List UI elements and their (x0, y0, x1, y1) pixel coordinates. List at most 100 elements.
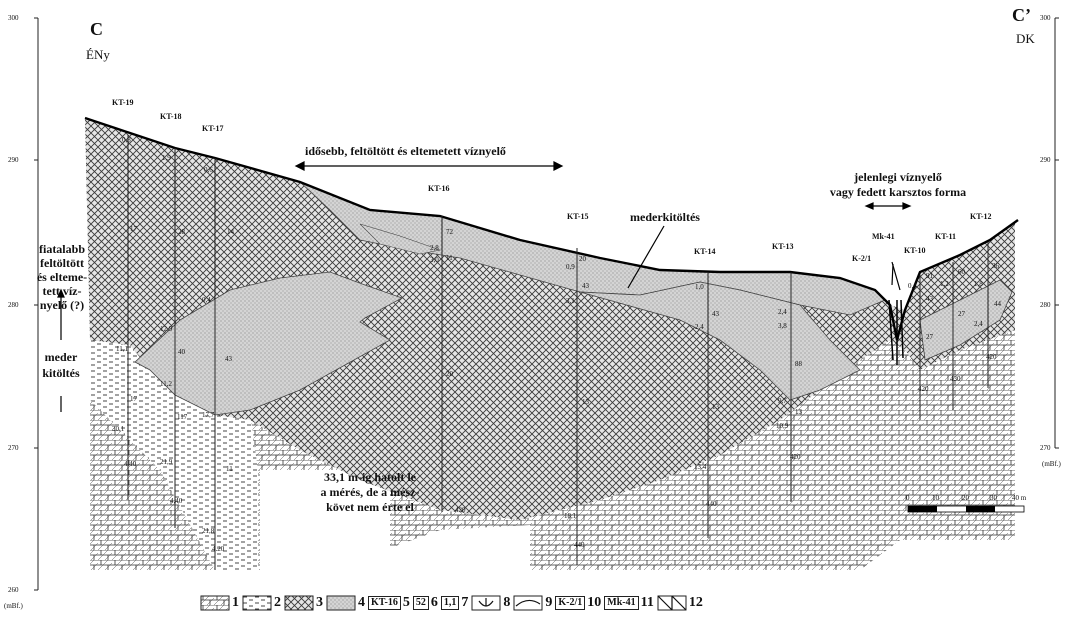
well-value-kt14-a: 1,0 (695, 283, 704, 291)
legend-symbol-1 (200, 595, 230, 611)
younger-sinkhole-label-4: tett víz- (26, 284, 98, 298)
measurement-note-2: a mérés, de a mész- (296, 485, 444, 499)
well-value-kt11-b: 60 (958, 268, 965, 276)
left-tick-290: 290 (8, 156, 19, 164)
well-value-kt14-c: 2,4 (695, 323, 704, 331)
right-axis (1055, 18, 1059, 448)
left-unit: (mBf.) (4, 602, 23, 610)
well-label-kt10: KT-10 (904, 244, 926, 258)
measurement-note-1: 33,1 m-ig hatolt le (296, 470, 444, 484)
well-label-kt19: KT-19 (112, 96, 134, 110)
well-value-kt16-f: 420 (455, 506, 466, 514)
legend-number-9: 9 (545, 595, 552, 611)
well-value-kt15-b: 0,9 (566, 263, 575, 271)
legend-symbol-12 (657, 595, 687, 611)
well-value-kt13-g: 420 (790, 453, 801, 461)
section-start-label: C (90, 22, 103, 36)
younger-sinkhole-label-5: nyelő (?) (26, 298, 98, 312)
older-sinkhole-label: idősebb, feltöltött és eltemetett víznye… (305, 144, 506, 158)
well-value-kt12-c: 44 (994, 300, 1001, 308)
measurement-note-3: követ nem érte el (296, 500, 444, 514)
well-value-kt10-c: 43 (926, 295, 933, 303)
well-value-kt19-e: 4.40 (124, 460, 136, 468)
well-value-kt19-a: 17 (130, 225, 137, 233)
well-label-kt16: KT-16 (428, 182, 450, 196)
well-value-kt18-g: 4.40 (170, 497, 182, 505)
well-value-kt14-e: 13,4 (694, 463, 706, 471)
section-end-label: C’ (1012, 8, 1031, 22)
sink-label-k21: K-2/1 (852, 252, 871, 266)
well-label-kt13: KT-13 (772, 240, 794, 254)
legend-number-1: 1 (232, 595, 239, 611)
well-value-kt16-e: 20 (446, 370, 453, 378)
well-value-kt17-c: 43 (225, 355, 232, 363)
well-value-kt11-a: 1,2 (940, 280, 949, 288)
well-value-kt17-e: 11 (226, 465, 233, 473)
well-value-kt17-b: 0,4 (202, 296, 211, 304)
legend-item-5: KT-165 (368, 595, 410, 611)
right-tick-300: 300 (1040, 14, 1051, 22)
well-value-kt17-f: 21,8 (202, 527, 214, 535)
well-value-kt10-a: 0,4 (908, 282, 917, 290)
current-sinkhole-label-1: jelenlegi víznyelő (838, 170, 958, 184)
left-tick-260: 260 (8, 586, 19, 594)
well-value-kt19-top: 0,8 (122, 136, 131, 144)
legend: 1234KT-1655261,1789K-2/110Mk-411112 (200, 592, 703, 614)
current-sinkhole-label-2: vagy fedett karsztos forma (808, 185, 988, 199)
well-value-kt17-top: 0,6 (204, 166, 213, 174)
well-value-kt10-b: 91 (926, 272, 933, 280)
legend-number-6: 6 (431, 595, 438, 611)
well-value-kt15-a: 20 (579, 255, 586, 263)
well-value-kt13-d: 9,7 (778, 397, 787, 405)
younger-sinkhole-label-3: és elteme- (26, 270, 98, 284)
well-value-kt11-c: 27 (958, 310, 965, 318)
well-label-kt12: KT-12 (970, 210, 992, 224)
legend-number-2: 2 (274, 595, 281, 611)
legend-item-1: 1 (200, 595, 239, 611)
well-value-kt14-d: 13 (712, 403, 719, 411)
scale-tick-20: 20 (962, 494, 969, 502)
younger-sinkhole-label-2: feltöltött (26, 256, 98, 270)
legend-symbol-3 (284, 595, 314, 611)
well-value-kt19-b: 11,1 (116, 345, 128, 353)
legend-symbol-5: KT-16 (368, 596, 401, 610)
well-value-kt18-a: 28 (178, 228, 185, 236)
legend-symbol-4 (326, 595, 356, 611)
legend-symbol-9 (513, 595, 543, 611)
well-value-kt13-b: 3,8 (778, 322, 787, 330)
scale-tick-0: 0 (906, 494, 910, 502)
right-unit: (mBf.) (1042, 460, 1061, 468)
well-value-kt15-f: 18,1 (564, 512, 576, 520)
legend-item-9: 9 (513, 595, 552, 611)
well-value-kt13-c: 88 (795, 360, 802, 368)
well-value-kt18-e: 117 (177, 413, 187, 421)
legend-number-10: 10 (587, 595, 601, 611)
scale-tick-10: 10 (932, 494, 939, 502)
legend-item-4: 4 (326, 595, 365, 611)
well-value-kt13-f: 10,9 (776, 422, 788, 430)
well-value-kt13-e: 13 (795, 408, 802, 416)
younger-sinkhole-label-1: fiatalabb (26, 242, 98, 256)
well-value-kt19-d: 30,1 (112, 425, 124, 433)
well-value-kt18-c: 40 (178, 348, 185, 356)
legend-symbol-2 (242, 595, 272, 611)
legend-item-12: 12 (657, 595, 703, 611)
right-tick-270: 270 (1040, 444, 1051, 452)
well-value-kt10-d: 27 (926, 333, 933, 341)
well-value-kt15-e: 13 (582, 398, 589, 406)
legend-number-5: 5 (403, 595, 410, 611)
left-tick-270: 270 (8, 444, 19, 452)
well-value-kt15-c: 43 (582, 282, 589, 290)
legend-number-8: 8 (503, 595, 510, 611)
well-value-kt14-f: 440 (706, 500, 717, 508)
well-label-kt18: KT-18 (160, 110, 182, 124)
well-value-kt18-top: 1,9 (162, 154, 171, 162)
channel-fill-left-label-2: kitöltés (28, 366, 94, 380)
legend-symbol-8 (471, 595, 501, 611)
well-value-kt12-e: 420 (986, 353, 997, 361)
scale-bar (908, 506, 1024, 512)
